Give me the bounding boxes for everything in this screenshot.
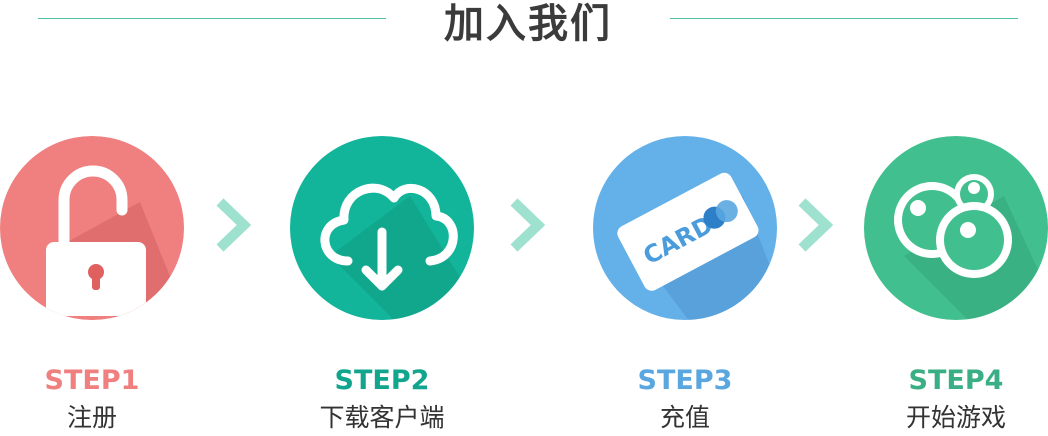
step-4-circle[interactable]	[864, 136, 1048, 320]
step-2-circle[interactable]	[290, 136, 474, 320]
chevron-right-icon	[798, 198, 834, 252]
game-bubbles-icon	[894, 174, 1048, 320]
step-1[interactable]: STEP1 注册	[0, 136, 184, 432]
step-4-label: STEP4	[908, 365, 1004, 396]
step-3-label: STEP3	[637, 365, 733, 396]
step-1-label: STEP1	[44, 365, 140, 396]
section-header: 加入我们	[0, 0, 1048, 47]
credit-card-icon: CARD	[617, 172, 777, 320]
page-title: 加入我们	[444, 1, 612, 47]
step-1-desc: 注册	[66, 403, 117, 432]
cloud-download-icon	[320, 183, 474, 320]
chevron-right-icon	[216, 198, 252, 252]
lock-icon	[46, 165, 184, 320]
header-divider-right	[670, 18, 1018, 19]
step-2-desc: 下载客户端	[319, 403, 445, 432]
header-divider-left	[38, 18, 386, 19]
step-4[interactable]: STEP4 开始游戏	[864, 136, 1048, 432]
step-1-circle[interactable]	[0, 136, 184, 320]
step-4-desc: 开始游戏	[905, 403, 1006, 432]
step-3-desc: 充值	[659, 403, 710, 432]
step-3[interactable]: CARD STEP3 充值	[593, 136, 777, 432]
step-2[interactable]: STEP2 下载客户端	[290, 136, 474, 432]
step-2-label: STEP2	[334, 365, 430, 396]
step-3-circle[interactable]: CARD	[593, 136, 777, 320]
chevron-right-icon	[510, 198, 546, 252]
